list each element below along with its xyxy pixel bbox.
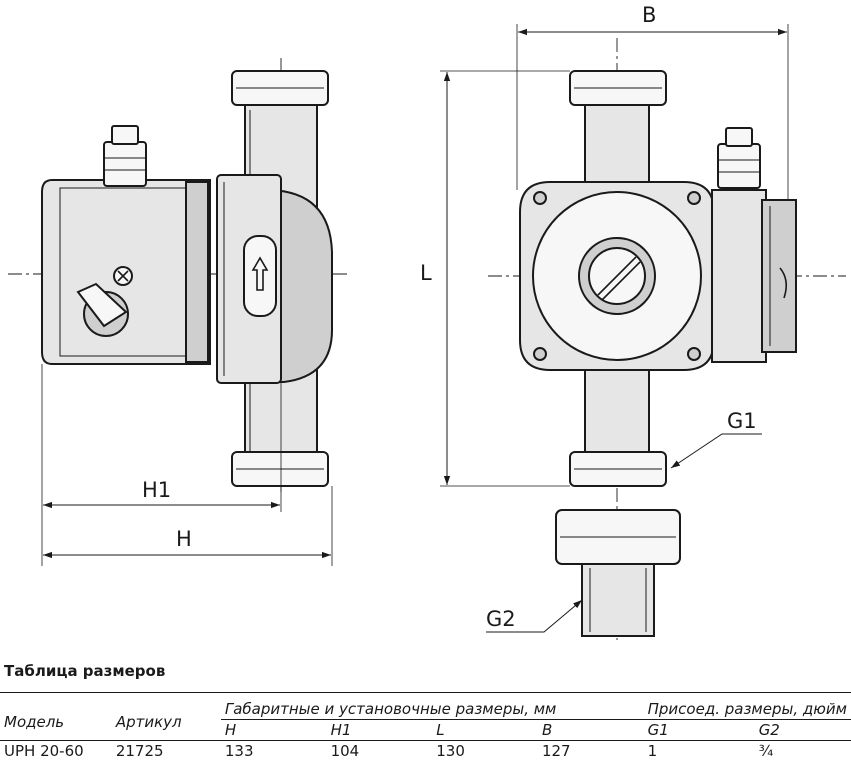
cell-model: UPH 20-60 [0,740,112,761]
size-table: Модель Артикул Габаритные и установочные… [0,692,851,761]
thread-label-g1: G1 [727,409,757,433]
dim-label-b: B [642,3,656,27]
col-h-header: H [224,721,237,739]
pump-drawing: H1 H [8,3,846,640]
col-dims-group-header: Габаритные и установочные размеры, мм [220,692,644,720]
dim-label-h1: H1 [142,478,171,502]
table-title: Таблица размеров [4,662,166,680]
cell-g2: ¾ [754,740,851,761]
cell-h1: 104 [326,740,433,761]
col-h1-header: H1 [330,721,352,739]
dim-label-l: L [420,261,432,285]
col-model-header: Модель [0,692,112,741]
col-conn-group-header: Присоед. размеры, дюйм [643,692,851,720]
cell-g1: 1 [643,740,755,761]
col-article-header: Артикул [111,692,221,741]
cell-h: 133 [220,740,327,761]
dim-label-h: H [176,527,192,551]
col-l-header: L [436,721,445,739]
cell-article: 21725 [111,740,221,761]
thread-label-g2: G2 [486,607,516,631]
cell-l: 130 [432,740,538,761]
pump-front-view: B L G1 G2 [420,3,846,640]
table-row: UPH 20-60 21725 133 104 130 127 1 ¾ [0,740,851,761]
table-subheader-row: H H1 L B G1 G2 [0,720,851,741]
col-g2-header: G2 [758,721,780,739]
pump-side-view: H1 H [8,58,350,566]
col-g1-header: G1 [647,721,669,739]
col-b-header: B [541,721,553,739]
cell-b: 127 [537,740,644,761]
table-header-row: Модель Артикул Габаритные и установочные… [0,692,851,741]
